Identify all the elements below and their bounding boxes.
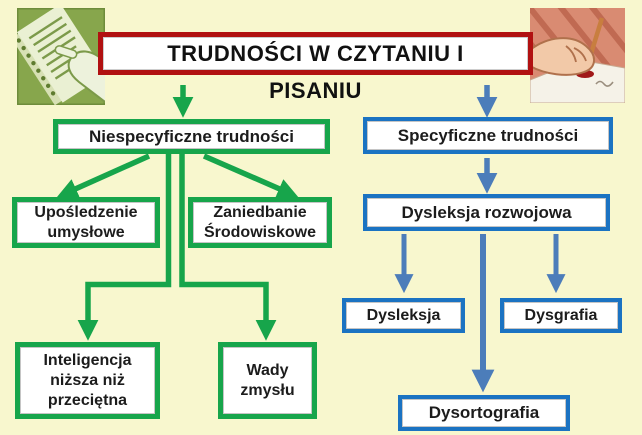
title-box: TRUDNOŚCI W CZYTANIU I [98,32,533,75]
writing-hand-icon [507,0,642,120]
node-dysortografia: Dysortografia [398,395,570,431]
node-dysleksja: Dysleksja [342,298,465,333]
node-inteligencja-nizsza: Inteligencja niższa niż przeciętna [15,342,160,419]
title-second-line: PISANIU [269,78,362,103]
writing-clipart-icon [507,0,642,120]
node-dysleksja-rozwojowa: Dysleksja rozwojowa [363,194,610,231]
notebook-hand-icon [11,3,110,108]
arrow-to-zaniedbanie [202,153,299,199]
node-wady-zmyslu: Wady zmysłu [218,342,317,419]
node-label: Dysleksja rozwojowa [401,202,572,222]
node-zaniedbanie-srodowiskowe: Zaniedbanie Środowiskowe [188,197,332,248]
node-label: Upośledzenie umysłowe [34,203,138,241]
node-label: Specyficzne trudności [397,125,579,145]
node-niespecyficzne-trudnosci: Niespecyficzne trudności [53,119,330,154]
notebook-clipart-icon [11,3,110,108]
node-label: Dysleksja [366,306,441,324]
node-label: Wady zmysłu [240,361,295,399]
node-label: Inteligencja niższa niż przeciętna [43,351,132,409]
node-uposledzenie-umyslowe: Upośledzenie umysłowe [12,197,160,248]
node-dysgrafia: Dysgrafia [500,298,622,333]
node-label: Niespecyficzne trudności [88,126,294,146]
node-specyficzne-trudnosci: Specyficzne trudności [363,117,613,154]
node-label: Dysgrafia [524,306,598,324]
title-text: TRUDNOŚCI W CZYTANIU I [167,40,464,66]
node-label: Dysortografia [428,403,540,423]
node-label: Zaniedbanie Środowiskowe [203,203,317,241]
arrow-to-uposledzenie [56,153,151,199]
